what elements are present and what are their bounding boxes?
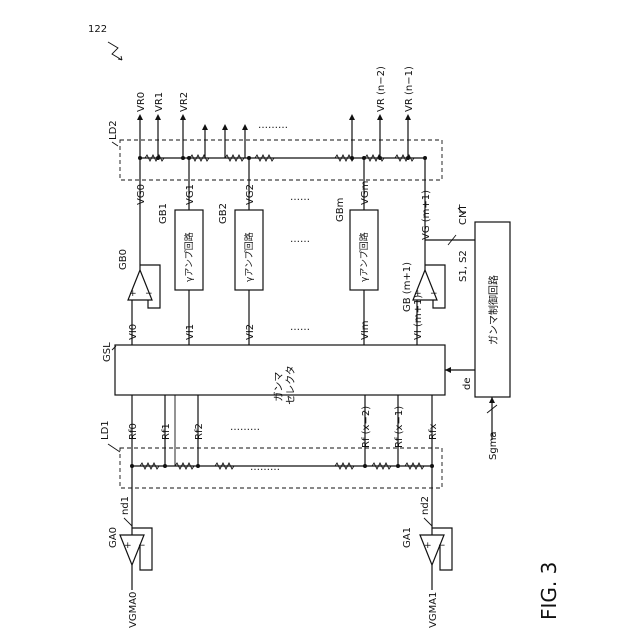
tap-vg1: VG1 [185, 184, 196, 205]
input-amp-ga0-plus: + [124, 541, 132, 551]
input-amp-ga1-plus: + [424, 541, 432, 551]
input-amp-ga1-node: nd2 [420, 496, 431, 515]
ladder-ld1-ref: LD1 [100, 420, 111, 440]
output-vr1: VR1 [154, 92, 165, 112]
ref-rf1: Rf1 [161, 423, 172, 440]
sel-out-vi2: VI2 [245, 324, 256, 340]
vg-ellipsis: …… [290, 192, 310, 203]
ref-rf0: Rf0 [128, 423, 139, 440]
gamma-control-label: ガンマ制御回路 [487, 275, 500, 345]
vr-ellipsis: ……… [258, 120, 288, 131]
figure-ref-arrow [108, 42, 122, 60]
gamma-amp-gb2-ref: GB2 [218, 203, 229, 224]
figure-ref-number: 122 [88, 24, 107, 35]
signal-cnt: CNT [458, 204, 469, 225]
signal-de: de [462, 378, 473, 391]
buffer-gbm1-minus: − [430, 289, 438, 299]
tap-vgm: VGm [360, 181, 371, 205]
buffer-gb0-minus: − [145, 289, 153, 299]
input-amp-ga1-ref: GA1 [402, 527, 413, 548]
sel-out-vim1: VI (m+1) [413, 295, 424, 340]
tap-vg0: VG0 [136, 184, 147, 205]
input-amp-ga0-minus: − [138, 541, 146, 551]
gamma-amp-gbm-label: γアンプ回路 [358, 232, 370, 282]
output-vr-n1: VR (n−1) [404, 66, 415, 112]
ladder-ld2-ref: LD2 [108, 120, 119, 140]
signal-sgma: Sgma [488, 431, 499, 460]
sel-out-vi0: VI0 [128, 324, 139, 340]
input-amp-ga0-ref: GA0 [108, 527, 119, 548]
sel-out-vim: VIm [360, 320, 371, 340]
sel-out-ellipsis: …… [290, 322, 310, 333]
gamma-amp-gb2-label: γアンプ回路 [243, 232, 255, 282]
ref-rf-x1: Rf (x−1) [394, 406, 405, 448]
ref-rf2: Rf2 [194, 423, 205, 440]
output-vr2: VR2 [179, 92, 190, 112]
ladder-ld2-frame [120, 140, 442, 180]
input-amp-ga0-node: nd1 [120, 496, 131, 515]
sel-out-vi1: VI1 [185, 324, 196, 340]
fig-label: FIG. 3 [537, 562, 561, 620]
gamma-selector-ref: GSL [102, 342, 113, 362]
gamma-amp-gb1-label: γアンプ回路 [183, 232, 195, 282]
ref-rfx: Rfx [428, 424, 439, 440]
rf-ellipsis: ……… [230, 422, 260, 433]
amp-wires [189, 158, 364, 345]
tap-vgm1: VG (m+1) [421, 190, 432, 240]
buffer-gbm1-ref: GB (m+1) [402, 262, 413, 312]
ladder-ld1-ellipsis: ……… [250, 462, 280, 473]
input-vgma0: VGMA0 [128, 592, 139, 628]
signal-s12: S1, S2 [458, 250, 469, 282]
output-vr0: VR0 [136, 92, 147, 112]
amp-ellipsis: …… [290, 234, 310, 245]
ladder-ld2-drop-arrows [205, 128, 245, 158]
tap-vg2: VG2 [245, 184, 256, 205]
input-amp-ga1-minus: − [438, 541, 446, 551]
input-vgma1: VGMA1 [428, 592, 439, 628]
buffer-gb0-plus: + [129, 289, 137, 299]
gamma-amp-gbm-ref: GBm [335, 198, 346, 222]
gamma-amp-gb1-ref: GB1 [158, 203, 169, 224]
output-vr-n2: VR (n−2) [376, 66, 387, 112]
ladder-ld1-frame [120, 448, 442, 488]
buffer-gb0-ref: GB0 [118, 249, 129, 270]
ref-rf-x2: Rf (x−2) [361, 406, 372, 448]
